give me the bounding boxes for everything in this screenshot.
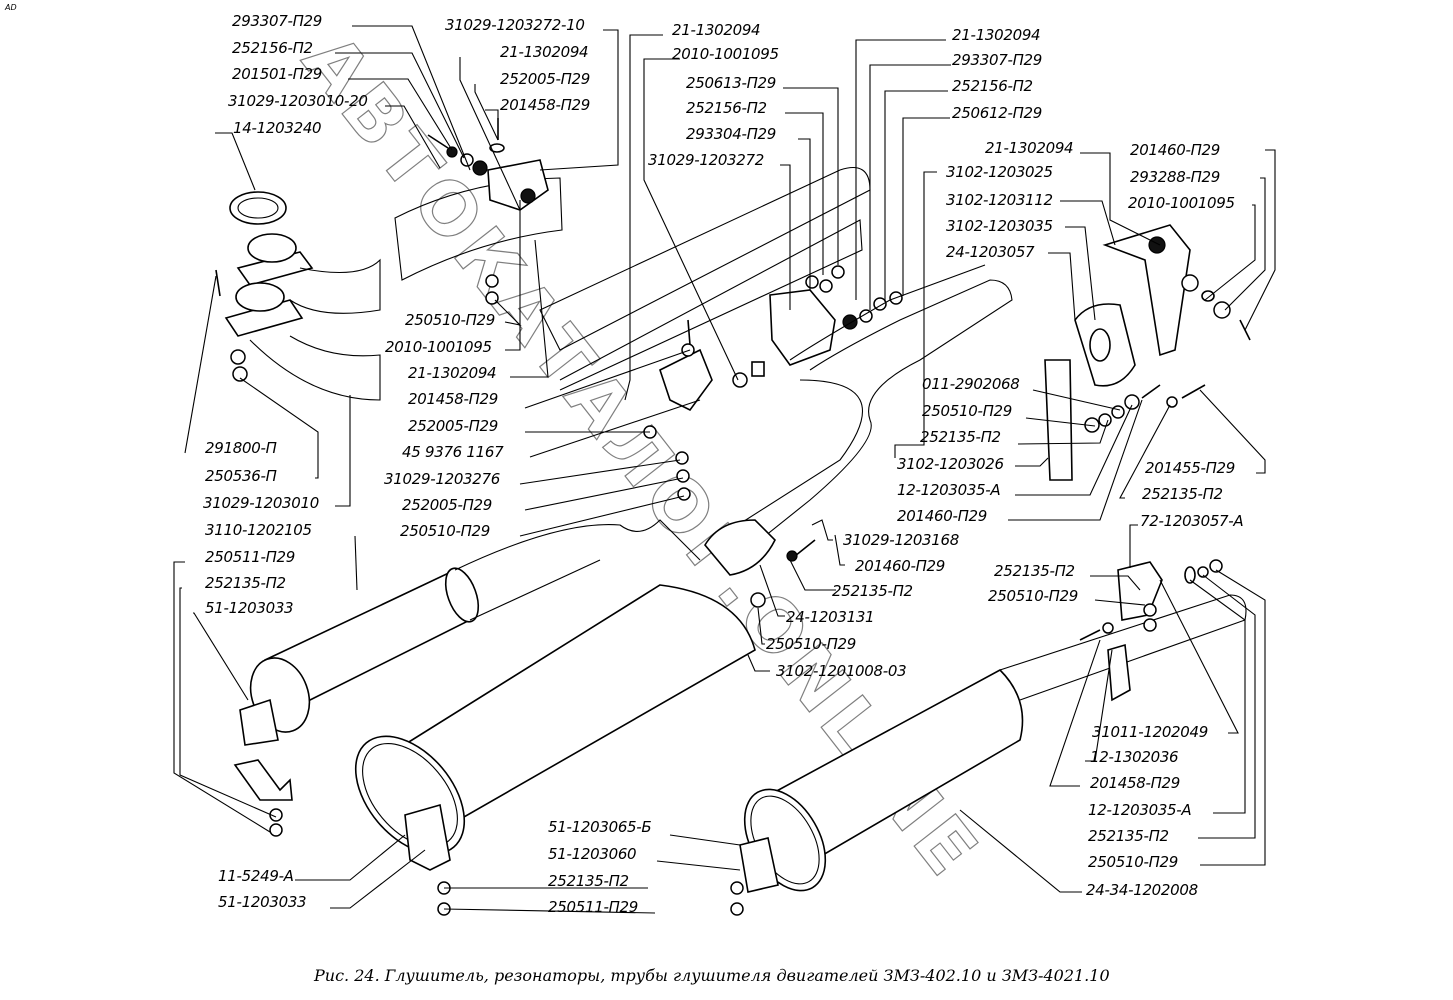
support-11-5249-A-left — [233, 759, 293, 801]
part-label: 72-1203057-А — [1140, 512, 1243, 530]
part-label: 31011-1202049 — [1092, 723, 1208, 741]
part-label: 250510-П29 — [1088, 853, 1178, 871]
part-label: 250613-П29 — [686, 74, 776, 92]
rear-bracket-plate — [769, 289, 836, 366]
part-label: 201458-П29 — [500, 96, 590, 114]
part-label: 31029-1203276 — [384, 470, 500, 488]
part-label: 252135-П2 — [548, 872, 629, 890]
flange-24-1203131 — [704, 519, 776, 576]
part-label: 21-1302094 — [500, 43, 588, 61]
part-label: 201455-П29 — [1145, 459, 1235, 477]
part-label: 11-5249-А — [218, 867, 294, 885]
part-label: 21-1302094 — [672, 21, 760, 39]
part-label: 252156-П2 — [686, 99, 767, 117]
part-label: 011-2902068 — [922, 375, 1020, 393]
muffler-rear-24-34-1202008 — [759, 669, 1024, 882]
clamp-51-1203033-center — [404, 803, 451, 871]
parts-drawing — [215, 118, 1251, 916]
part-label: 201501-П29 — [232, 65, 322, 83]
part-label: 24-1203131 — [786, 608, 874, 626]
corner-mark: АD — [4, 3, 17, 12]
part-label: 252135-П2 — [994, 562, 1075, 580]
part-label: 2010-1001095 — [672, 45, 779, 63]
bracket-3102-1203112 — [1102, 224, 1191, 357]
s-pipe-3102-1203025 — [759, 279, 1013, 541]
part-label: 293307-П29 — [232, 12, 322, 30]
gasket-ring — [229, 191, 287, 225]
part-label: 12-1203035-А — [897, 481, 1000, 499]
part-label: 2010-1001095 — [1128, 194, 1235, 212]
part-label: 201460-П29 — [897, 507, 987, 525]
part-label: 14-1203240 — [233, 119, 321, 137]
part-label: 250536-П — [205, 467, 277, 485]
front-pipe-1 — [289, 258, 381, 314]
part-label: 2010-1001095 — [385, 338, 492, 356]
clamp-31029-1203276 — [659, 348, 713, 412]
part-label: 252156-П2 — [952, 77, 1033, 95]
part-label: 252135-П2 — [1142, 485, 1223, 503]
clamp-51-1203060 — [739, 837, 779, 893]
part-label: 31029-1203168 — [843, 531, 959, 549]
part-label: 250510-П29 — [400, 522, 490, 540]
part-label: 21-1302094 — [985, 139, 1073, 157]
part-label: 252135-П2 — [1088, 827, 1169, 845]
part-label: 21-1302094 — [408, 364, 496, 382]
part-label: 252005-П29 — [402, 496, 492, 514]
part-label: 31029-1203010-20 — [228, 92, 368, 110]
part-label: 250511-П29 — [548, 898, 638, 916]
part-label: 12-1203035-А — [1088, 801, 1191, 819]
part-label: 24-34-1202008 — [1086, 881, 1198, 899]
bracket-12-1302036 — [1107, 643, 1131, 702]
part-label: 252005-П29 — [408, 417, 498, 435]
part-label: 51-1203060 — [548, 845, 636, 863]
part-label: 293288-П29 — [1130, 168, 1220, 186]
part-label: 250510-П29 — [766, 635, 856, 653]
part-label: 201458-П29 — [1090, 774, 1180, 792]
part-label: 24-1203057 — [946, 243, 1035, 261]
part-label: 250510-П29 — [988, 587, 1078, 605]
part-label: 291800-П — [205, 439, 277, 457]
part-label: 3110-1202105 — [205, 521, 312, 539]
part-label: 201460-П29 — [855, 557, 945, 575]
leader-lines — [173, 25, 1276, 914]
part-label: 3102-1203025 — [946, 163, 1053, 181]
part-label: 250511-П29 — [205, 548, 295, 566]
part-label: 3102-1201008-03 — [776, 662, 906, 680]
part-label: 21-1302094 — [952, 26, 1040, 44]
part-label: 250510-П29 — [922, 402, 1012, 420]
part-label: 252005-П29 — [500, 70, 590, 88]
part-label: 12-1302036 — [1090, 748, 1178, 766]
part-label: 3102-1203112 — [946, 191, 1053, 209]
part-label: 250510-П29 — [405, 311, 495, 329]
part-label: 31029-1203010 — [203, 494, 319, 512]
part-label: 252156-П2 — [232, 39, 313, 57]
intermediate-pipe-front — [394, 177, 563, 281]
clamp-51-1203033-left — [239, 698, 279, 746]
part-label: 31029-1203272-10 — [445, 16, 585, 34]
part-label: 51-1203033 — [218, 893, 306, 911]
part-label: 51-1203033 — [205, 599, 293, 617]
resonator-3102-1201008-03 — [378, 584, 756, 826]
part-label: 51-1203065-Б — [548, 818, 651, 836]
part-label: 252135-П2 — [832, 582, 913, 600]
part-label: 201460-П29 — [1130, 141, 1220, 159]
part-label: 3102-1203035 — [946, 217, 1053, 235]
part-label: 201458-П29 — [408, 390, 498, 408]
part-label: 3102-1203026 — [897, 455, 1004, 473]
part-label: 252135-П2 — [205, 574, 286, 592]
part-label: 293304-П29 — [686, 125, 776, 143]
front-pipe-2 — [249, 335, 381, 401]
part-label: 45 9376 1167 — [402, 443, 504, 461]
part-label: 293307-П29 — [952, 51, 1042, 69]
part-label: 250612-П29 — [952, 104, 1042, 122]
pipe-bracket-31029-1203272-10 — [487, 159, 549, 211]
part-label: 31029-1203272 — [648, 151, 764, 169]
figure-caption: Рис. 24. Глушитель, резонаторы, трубы гл… — [313, 966, 1110, 985]
part-labels: 293307-П29 252156-П2 201501-П29 31029-12… — [203, 12, 1244, 916]
part-label: 252135-П2 — [920, 428, 1001, 446]
plate-3102-1203026 — [1044, 359, 1073, 481]
